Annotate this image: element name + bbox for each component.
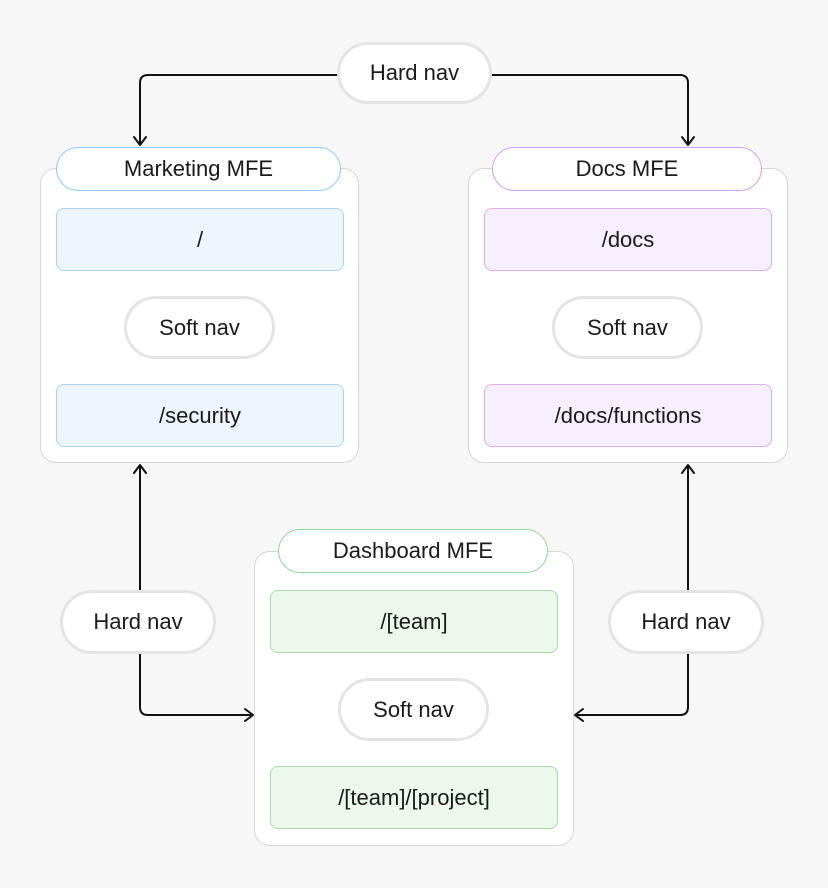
docs-soft-nav-label: Soft nav [587,314,668,340]
hard-nav-right: Hard nav [608,590,764,654]
hard-nav-top: Hard nav [337,42,492,104]
hard-nav-left-label: Hard nav [93,609,183,634]
arrowhead-docs-bottom [681,464,695,474]
connector-top-to-docs [491,74,689,145]
docs-route-docs: /docs [484,208,772,271]
connector-top-to-marketing [139,74,339,145]
docs-mfe-title: Docs MFE [492,147,762,191]
hard-nav-right-label: Hard nav [641,609,731,634]
marketing-soft-nav-label: Soft nav [159,314,240,340]
connector-right-to-dashboard [575,653,689,716]
docs-soft-nav: Soft nav [552,296,703,359]
arrowhead-dashboard-right [574,708,584,722]
dashboard-route-team: /[team] [270,590,558,653]
dashboard-mfe-title: Dashboard MFE [278,529,548,573]
docs-route-docs-label: /docs [601,226,655,252]
dashboard-route-team-label: /[team] [380,608,448,634]
dashboard-route-project-label: /[team]/[project] [338,784,490,810]
docs-route-functions-label: /docs/functions [554,402,702,428]
hard-nav-left: Hard nav [60,590,216,654]
marketing-soft-nav: Soft nav [124,296,275,359]
arrowhead-marketing-top [133,136,147,146]
dashboard-soft-nav: Soft nav [338,678,489,741]
marketing-route-root: / [56,208,344,271]
dashboard-route-project: /[team]/[project] [270,766,558,829]
docs-mfe-title-text: Docs MFE [575,156,679,181]
arrowhead-docs-top [681,136,695,146]
marketing-route-security-label: /security [159,402,241,428]
docs-route-functions: /docs/functions [484,384,772,447]
connector-left-to-dashboard [139,653,253,716]
marketing-mfe-title: Marketing MFE [56,147,341,191]
marketing-route-root-label: / [196,226,204,252]
hard-nav-top-label: Hard nav [369,60,460,85]
arrowhead-dashboard-left [244,708,254,722]
dashboard-mfe-title-text: Dashboard MFE [332,538,494,563]
arrowhead-marketing-bottom [133,464,147,474]
marketing-route-security: /security [56,384,344,447]
marketing-mfe-title-text: Marketing MFE [123,156,274,181]
dashboard-soft-nav-label: Soft nav [373,696,454,722]
